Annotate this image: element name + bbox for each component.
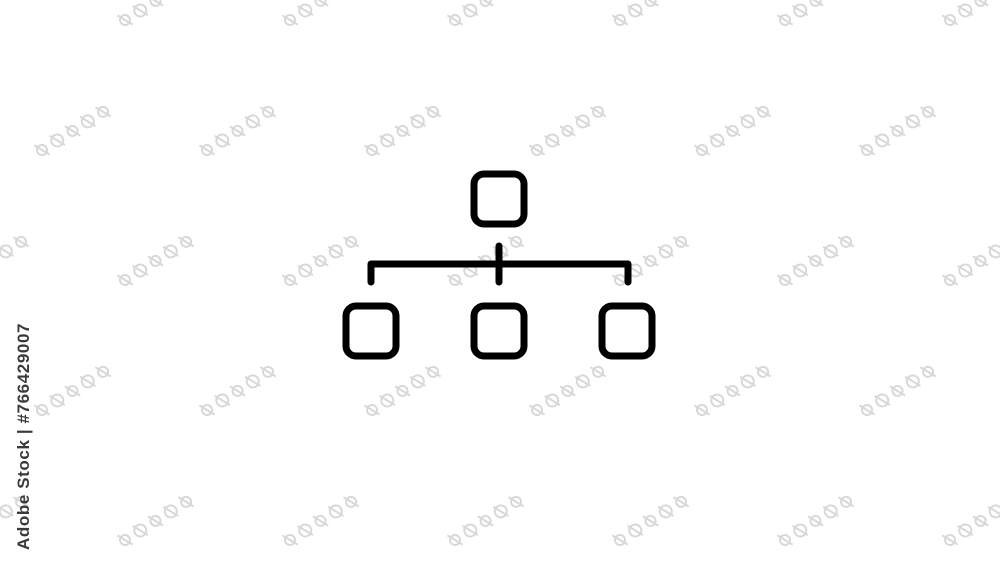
watermark-mark: [0, 0, 30, 29]
watermark-mark: [528, 105, 607, 156]
watermark-mark: [611, 495, 690, 546]
watermark-mark: [33, 365, 112, 416]
watermark-mark: [776, 0, 824, 26]
top-node-icon: [470, 170, 528, 228]
watermark-mark: [116, 495, 195, 546]
watermark-mark: [33, 105, 112, 156]
watermark-mark: [858, 105, 937, 156]
watermark-mark: [116, 235, 195, 286]
watermark-mark: [281, 495, 360, 546]
branch-connector: [367, 260, 632, 286]
watermark-mark: [116, 0, 164, 26]
watermark-mark: [941, 0, 989, 26]
watermark-mark: [858, 365, 937, 416]
hierarchy-icon: [340, 168, 660, 364]
watermark-mark: [776, 235, 855, 286]
watermark-mark: [528, 365, 607, 416]
watermark-mark: [941, 244, 1000, 286]
watermark-mark: [776, 495, 855, 546]
watermark-mark: [446, 495, 525, 546]
bottom-right-node-icon: [598, 302, 656, 360]
stock-caption-text: Adobe Stock | #766429007: [14, 322, 33, 550]
watermark-mark: [446, 0, 494, 26]
watermark-mark: [693, 105, 772, 156]
watermark-mark: [363, 105, 442, 156]
bottom-center-node-icon: [470, 302, 528, 360]
watermark-mark: [198, 105, 277, 156]
watermark-mark: [198, 365, 277, 416]
watermark-mark: [693, 365, 772, 416]
bottom-left-node-icon: [342, 302, 400, 360]
watermark-mark: [363, 365, 442, 416]
watermark-mark: [281, 0, 329, 26]
watermark-mark: [611, 0, 659, 26]
watermark-mark: [941, 504, 1000, 546]
stock-caption: Adobe Stock | #766429007: [12, 322, 36, 550]
org-chart-icon: [342, 170, 656, 360]
watermark-mark: [0, 235, 30, 259]
